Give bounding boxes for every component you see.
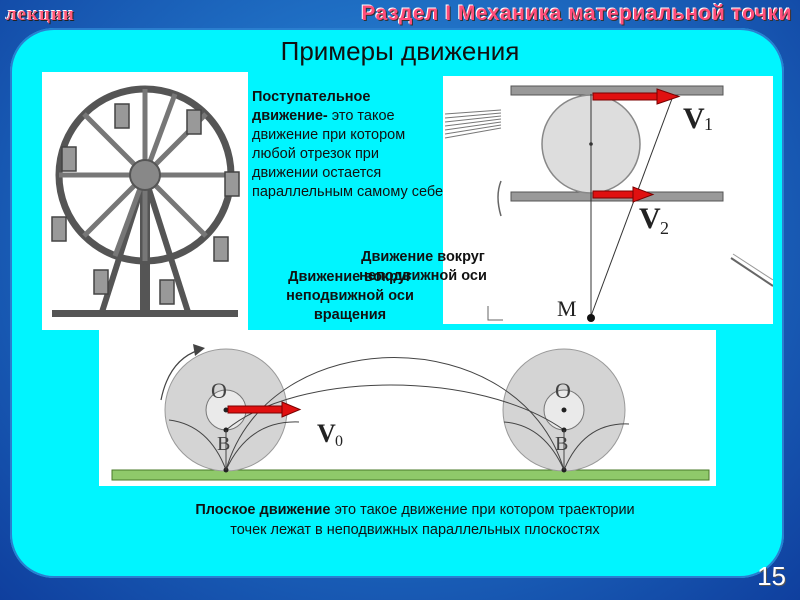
v0-subscript: 0 xyxy=(335,433,343,450)
page-number: 15 xyxy=(757,561,786,591)
plane-motion-drawing: O B O B V 0 xyxy=(111,344,710,481)
slide-title: Примеры движения xyxy=(280,36,520,66)
rotation-label-a: Движение вокруг неподвижной оси xyxy=(359,249,487,284)
ferris-wheel-drawing xyxy=(51,85,240,317)
translational-motion-figure: V 1 V 2 M xyxy=(443,76,773,324)
plane-definition-body: это такое движение при котором траектори… xyxy=(230,502,635,538)
plane-motion-definition: Плоское движение это такое движение при … xyxy=(180,500,650,540)
v1-label: V xyxy=(683,102,705,135)
v2-label: V xyxy=(639,202,661,235)
o-left-label: O xyxy=(211,378,227,403)
b-right-label: B xyxy=(555,433,568,455)
translational-definition: Поступательное движение- это такое движе… xyxy=(252,88,444,202)
b-left-label: B xyxy=(217,433,230,455)
translational-motion-drawing: V 1 V 2 M xyxy=(444,85,773,322)
translational-term: Поступательное движение- xyxy=(252,89,371,124)
o-right-label: O xyxy=(555,378,571,403)
section-title: Раздел I Механика материальной точки xyxy=(361,2,792,25)
translational-definition-body: это такое движение при котором любой отр… xyxy=(252,108,444,200)
plane-term: Плоское движение xyxy=(195,502,331,518)
ferris-wheel-figure xyxy=(42,72,248,330)
rotation-label-b: Движение вокруг неподвижной оси вращения xyxy=(286,269,414,323)
v2-subscript: 2 xyxy=(660,218,669,238)
m-label: M xyxy=(557,296,577,321)
v0-label: V xyxy=(317,419,336,448)
plane-motion-figure: O B O B V 0 xyxy=(99,330,716,486)
v1-subscript: 1 xyxy=(704,114,713,134)
lectures-label[interactable]: лекции xyxy=(6,4,75,25)
